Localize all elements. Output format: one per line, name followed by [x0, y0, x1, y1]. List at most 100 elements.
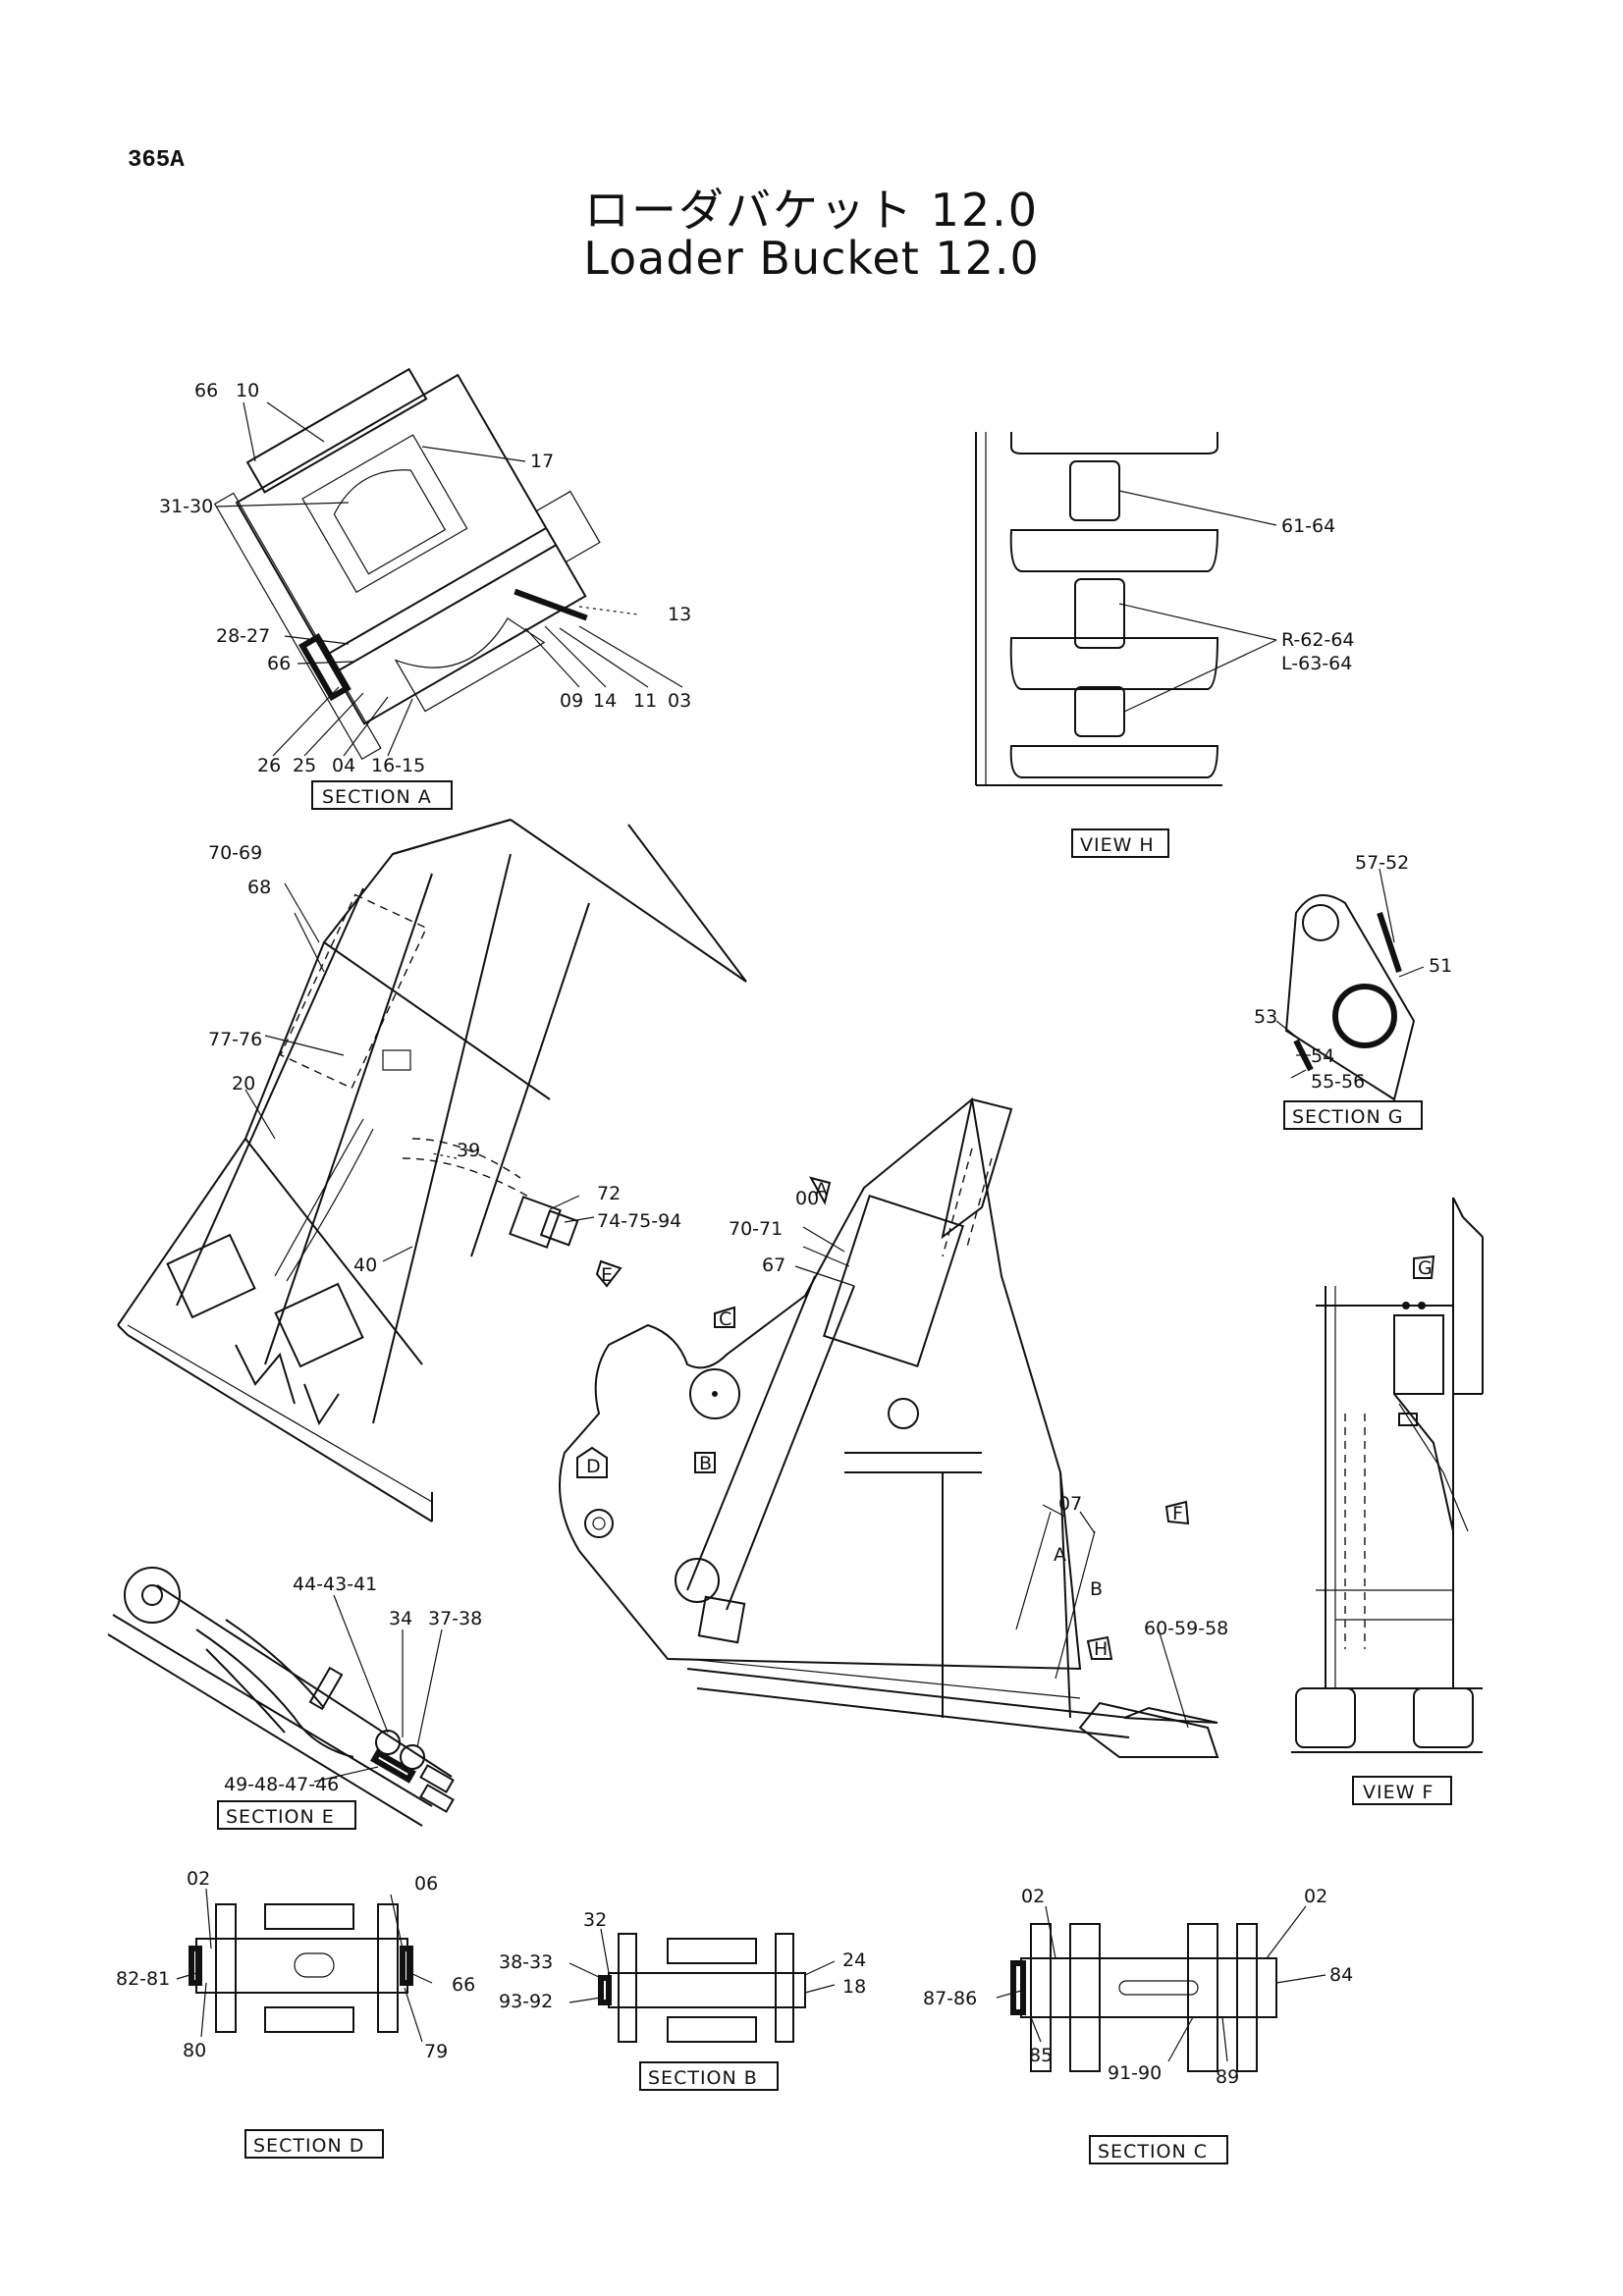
- label-11: 11: [633, 690, 657, 712]
- bucket-side-drawing: 00 70-71 67 07 A B 60-59-58 A C B D F H: [559, 1097, 1228, 1758]
- marker-a: A: [815, 1179, 828, 1201]
- label-24: 24: [842, 1949, 866, 1971]
- label-66-a: 66: [194, 380, 218, 401]
- label-10: 10: [236, 380, 259, 401]
- label-80: 80: [183, 2040, 206, 2061]
- label-r-62-64: R-62-64: [1281, 629, 1355, 651]
- label-18: 18: [842, 1976, 866, 1998]
- marker-c: C: [719, 1308, 731, 1330]
- label-44-43-41: 44-43-41: [293, 1574, 377, 1595]
- marker-f-arrow: [1164, 1500, 1190, 1525]
- section-c-drawing: 02 02 84 87-86 85 91-90 89 SECTION C: [923, 1886, 1353, 2164]
- bucket-frame-drawing: 70-69 68 77-76 20 39 72 74-75-94 40 E: [117, 819, 747, 1522]
- label-00: 00: [795, 1188, 819, 1209]
- section-g-drawing: 57-52 51 53 54 55-56 SECTION G: [1254, 852, 1452, 1130]
- label-87-86: 87-86: [923, 1988, 977, 2009]
- label-49-48-47-46: 49-48-47-46: [224, 1774, 339, 1795]
- view-h-drawing: 61-64 R-62-64 L-63-64 VIEW H: [975, 432, 1355, 858]
- label-53: 53: [1254, 1006, 1277, 1028]
- label-79: 79: [424, 2041, 448, 2062]
- label-16-15: 16-15: [371, 755, 425, 776]
- label-b-line: B: [1090, 1578, 1103, 1600]
- section-a-caption-box: [311, 780, 453, 810]
- marker-g: G: [1418, 1257, 1433, 1279]
- label-l-63-64: L-63-64: [1281, 653, 1352, 674]
- section-d-caption-box: [244, 2129, 384, 2159]
- section-g-caption: SECTION G: [1292, 1106, 1403, 1128]
- label-37-38: 37-38: [428, 1608, 482, 1629]
- label-72: 72: [597, 1183, 621, 1204]
- label-67: 67: [762, 1255, 785, 1276]
- label-61-64: 61-64: [1281, 515, 1335, 537]
- label-07: 07: [1058, 1493, 1082, 1515]
- label-20: 20: [232, 1073, 255, 1095]
- label-54: 54: [1311, 1045, 1334, 1067]
- section-a-caption: SECTION A: [322, 786, 432, 808]
- view-f-drawing: G VIEW F: [1291, 1197, 1484, 1805]
- section-d-drawing: 02 06 82-81 66 80 79 SECTION D: [116, 1868, 475, 2159]
- label-66-d: 66: [452, 1974, 475, 1996]
- section-b-caption: SECTION B: [648, 2067, 758, 2089]
- marker-c-arrow: [714, 1306, 735, 1328]
- section-c-caption-box: [1089, 2135, 1228, 2164]
- marker-d-arrow: [576, 1446, 608, 1478]
- marker-e-arrow: [595, 1259, 622, 1288]
- label-03: 03: [668, 690, 691, 712]
- view-f-caption: VIEW F: [1363, 1782, 1434, 1803]
- label-66-b: 66: [267, 653, 291, 674]
- label-40: 40: [353, 1255, 377, 1276]
- section-e-caption-box: [217, 1800, 356, 1830]
- section-e-drawing: 44-43-41 34 37-38 49-48-47-46 SECTION E: [107, 1567, 482, 1830]
- marker-h-arrow: [1086, 1635, 1113, 1660]
- label-32: 32: [583, 1909, 607, 1931]
- label-91-90: 91-90: [1108, 2062, 1162, 2084]
- marker-a-arrow: [808, 1176, 832, 1205]
- label-70-71: 70-71: [729, 1218, 783, 1240]
- title-english: Loader Bucket 12.0: [583, 232, 1040, 285]
- label-77-76: 77-76: [208, 1029, 262, 1050]
- section-a-drawing: 66 10 17 31-30 13 28-27 66 09 14 11 03 2…: [159, 367, 691, 810]
- view-h-caption: VIEW H: [1080, 834, 1155, 856]
- label-06: 06: [414, 1873, 438, 1895]
- label-55-56: 55-56: [1311, 1071, 1365, 1093]
- label-14: 14: [593, 690, 617, 712]
- label-02-c-left: 02: [1021, 1886, 1045, 1907]
- section-g-caption-box: [1283, 1100, 1423, 1130]
- label-17: 17: [530, 451, 554, 472]
- label-85: 85: [1029, 2045, 1053, 2066]
- label-39: 39: [457, 1140, 480, 1161]
- label-34: 34: [389, 1608, 412, 1629]
- section-b-caption-box: [639, 2061, 779, 2091]
- view-h-caption-box: [1071, 828, 1169, 858]
- label-38-33: 38-33: [499, 1951, 553, 1973]
- label-28-27: 28-27: [216, 625, 270, 647]
- label-02-d: 02: [187, 1868, 210, 1890]
- label-89: 89: [1216, 2066, 1239, 2088]
- section-b-drawing: 32 38-33 24 18 93-92 SECTION B: [499, 1909, 866, 2091]
- label-84: 84: [1329, 1964, 1353, 1986]
- label-82-81: 82-81: [116, 1968, 170, 1990]
- marker-b-box: [694, 1452, 716, 1473]
- label-13: 13: [668, 604, 691, 625]
- marker-d: D: [586, 1456, 601, 1477]
- label-02-c-right: 02: [1304, 1886, 1327, 1907]
- marker-f: F: [1172, 1503, 1183, 1524]
- label-31-30: 31-30: [159, 496, 213, 517]
- label-93-92: 93-92: [499, 1991, 553, 2012]
- label-74-75-94: 74-75-94: [597, 1210, 681, 1232]
- label-60-59-58: 60-59-58: [1144, 1618, 1228, 1639]
- marker-g-box: [1413, 1255, 1435, 1279]
- marker-b: B: [699, 1453, 712, 1474]
- marker-e: E: [601, 1264, 613, 1286]
- label-68: 68: [247, 877, 271, 898]
- label-51: 51: [1429, 955, 1452, 977]
- section-e-caption: SECTION E: [226, 1806, 335, 1828]
- label-57-52: 57-52: [1355, 852, 1409, 874]
- section-d-caption: SECTION D: [253, 2135, 364, 2157]
- section-c-caption: SECTION C: [1098, 2141, 1208, 2163]
- label-26: 26: [257, 755, 281, 776]
- section-a-leaders: [215, 401, 683, 757]
- view-f-caption-box: [1352, 1776, 1452, 1805]
- marker-h: H: [1094, 1638, 1108, 1660]
- label-25: 25: [293, 755, 316, 776]
